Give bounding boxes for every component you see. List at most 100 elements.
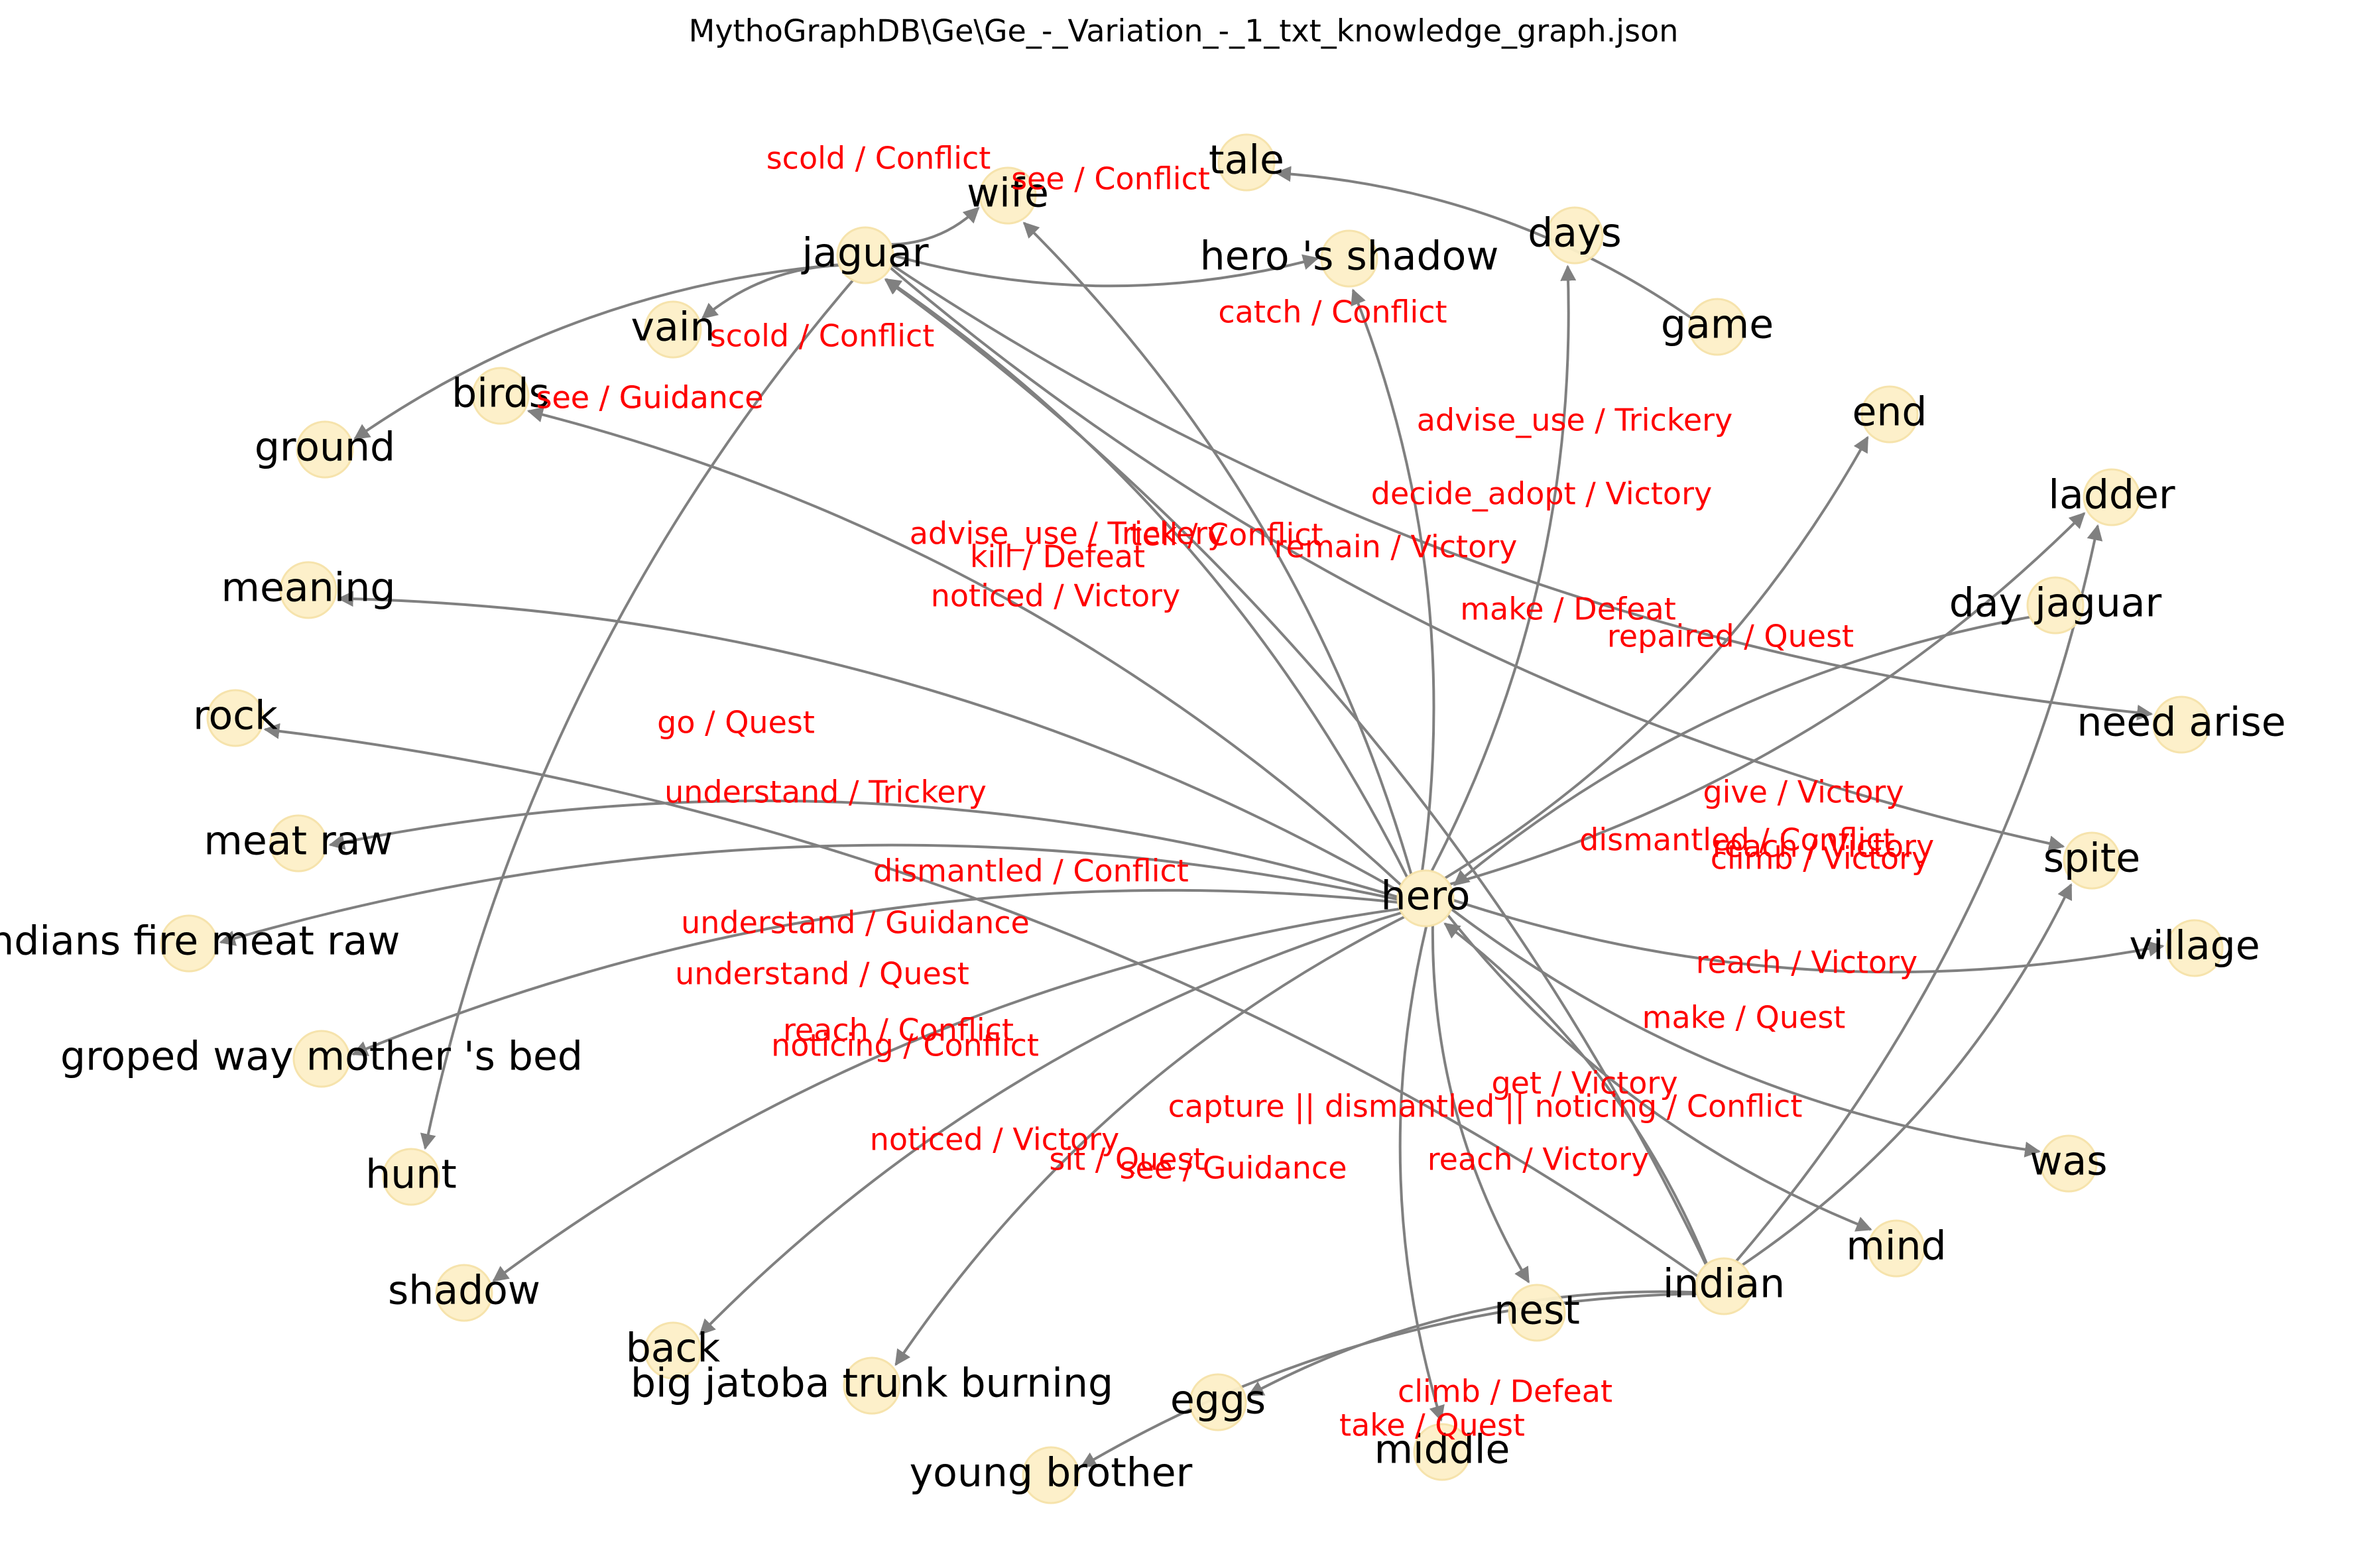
node-circle bbox=[1695, 1257, 1753, 1315]
edge-indian-to-eggs bbox=[1247, 1290, 1697, 1397]
edge-hero-to-meat_raw bbox=[328, 799, 1398, 898]
node-circle bbox=[843, 1357, 901, 1415]
node-circle bbox=[1867, 1219, 1925, 1278]
node-circle bbox=[2039, 1134, 2098, 1193]
node-circle bbox=[1508, 1284, 1566, 1342]
edge-label: noticing / Conflict bbox=[771, 1028, 1039, 1063]
edge-hero-to-nest bbox=[1431, 925, 1530, 1284]
edge-hero-to-meaning bbox=[337, 591, 1400, 892]
node-label: vain bbox=[631, 304, 715, 351]
node-label: end bbox=[1852, 389, 1927, 436]
edge-label: make / Defeat bbox=[1460, 591, 1675, 627]
edge-hero-to-indians_fire bbox=[219, 843, 1398, 946]
node-day-jaguar: day jaguar bbox=[1949, 576, 2162, 634]
node-circle bbox=[292, 1030, 351, 1088]
edge-hero-to-birds bbox=[526, 406, 1402, 886]
node-circle bbox=[382, 1148, 440, 1206]
node-circle bbox=[1189, 1373, 1247, 1431]
edge-label: catch / Conflict bbox=[1218, 294, 1447, 330]
edge-label: remain / Victory bbox=[1274, 529, 1518, 565]
node-circle bbox=[160, 914, 218, 973]
node-circle bbox=[435, 1264, 493, 1322]
node-middle: middle bbox=[1374, 1423, 1510, 1481]
node-label: indians fire meat raw bbox=[0, 918, 400, 965]
node-nest: nest bbox=[1494, 1284, 1580, 1342]
node-shadow: shadow bbox=[388, 1264, 540, 1322]
node-circle bbox=[1860, 385, 1919, 444]
edge-label: reach / Victory bbox=[1713, 829, 1934, 865]
edge-game-to-tale bbox=[1274, 166, 1692, 319]
edge-indian-to-ladder bbox=[1735, 524, 2103, 1262]
node-label: meaning bbox=[221, 565, 396, 611]
node-label: wife bbox=[967, 170, 1049, 217]
node-label: day jaguar bbox=[1949, 580, 2162, 627]
node-circle bbox=[1396, 869, 1455, 928]
edge-jaguar-to-ground bbox=[353, 263, 839, 440]
node-ladder: ladder bbox=[2048, 468, 2175, 526]
node-tale: tale bbox=[1209, 133, 1284, 192]
node-circle bbox=[2063, 831, 2121, 890]
edge-label: climb / Victory bbox=[1711, 841, 1929, 876]
node-circle bbox=[644, 1321, 702, 1380]
node-label: days bbox=[1528, 210, 1622, 257]
edge-label: understand / Trickery bbox=[664, 774, 987, 810]
node-label: back bbox=[626, 1325, 721, 1372]
node-label: young brother bbox=[910, 1450, 1193, 1496]
edge-indian-to-hero bbox=[1443, 922, 1709, 1265]
node-circle bbox=[279, 561, 337, 619]
edge-label: understand / Guidance bbox=[681, 905, 1030, 941]
edge-label: repaired / Quest bbox=[1607, 619, 1854, 654]
edge-jaguar-to-wife bbox=[890, 206, 980, 246]
edge-label: give / Victory bbox=[1703, 774, 1904, 810]
edge-hero-to-village bbox=[1453, 898, 2165, 974]
edge-label: make / Quest bbox=[1642, 1000, 1846, 1036]
node-eggs: eggs bbox=[1170, 1373, 1266, 1431]
edge-label: take / Quest bbox=[1339, 1408, 1525, 1443]
node-heros-shadow: hero 's shadow bbox=[1200, 229, 1498, 288]
node-vain: vain bbox=[631, 300, 715, 359]
edge-hero-to-wife bbox=[1022, 221, 1413, 875]
node-jaguar: jaguar bbox=[801, 226, 929, 284]
node-circle bbox=[836, 226, 894, 284]
node-big-jatoba: big jatoba trunk burning bbox=[631, 1357, 1113, 1415]
edge-hero-to-big_jatoba bbox=[894, 915, 1406, 1366]
node-label: eggs bbox=[1170, 1377, 1266, 1423]
edge-label: go / Quest bbox=[657, 705, 815, 741]
edge-hero-to-jaguar bbox=[884, 278, 1409, 878]
node-days: days bbox=[1528, 206, 1622, 265]
node-indians-fire: indians fire meat raw bbox=[0, 914, 400, 973]
node-end: end bbox=[1852, 385, 1927, 444]
edge-label: dismantled / Conflict bbox=[873, 853, 1189, 889]
edge-hero-to-shadow bbox=[492, 907, 1400, 1282]
node-circle bbox=[2083, 468, 2141, 526]
node-label: spite bbox=[2043, 835, 2140, 882]
edge-label: see / Guidance bbox=[1119, 1150, 1347, 1186]
edge-label: climb / Defeat bbox=[1398, 1374, 1612, 1410]
node-circle bbox=[2165, 919, 2224, 977]
edge-label: scold / Conflict bbox=[766, 141, 991, 176]
node-indian: indian bbox=[1663, 1257, 1785, 1315]
node-wife: wife bbox=[967, 166, 1049, 225]
edge-indian-to-jaguar bbox=[884, 278, 1707, 1266]
node-circle bbox=[979, 166, 1037, 225]
node-label: birds bbox=[452, 371, 550, 417]
node-circle bbox=[2152, 695, 2211, 754]
node-label: mind bbox=[1846, 1223, 1946, 1270]
node-label: ladder bbox=[2048, 472, 2175, 518]
edge-jaguar-to-need_arise bbox=[890, 263, 2154, 721]
node-back: back bbox=[626, 1321, 721, 1380]
edge-hero-to-days bbox=[1430, 265, 1577, 872]
edges-layer bbox=[219, 166, 2165, 1468]
edge-label: noticed / Victory bbox=[870, 1122, 1120, 1158]
edge-label: capture || dismantled || noticing / Conf… bbox=[1168, 1089, 1803, 1125]
edge-label: reach / Conflict bbox=[783, 1012, 1014, 1048]
node-circle bbox=[269, 814, 328, 873]
node-groped: groped way mother 's bed bbox=[60, 1030, 583, 1088]
node-game: game bbox=[1661, 298, 1774, 356]
node-village: village bbox=[2129, 919, 2260, 977]
node-label: tale bbox=[1209, 137, 1284, 184]
edge-hero-to-ladder bbox=[1449, 512, 2086, 886]
node-was: was bbox=[2030, 1134, 2108, 1193]
